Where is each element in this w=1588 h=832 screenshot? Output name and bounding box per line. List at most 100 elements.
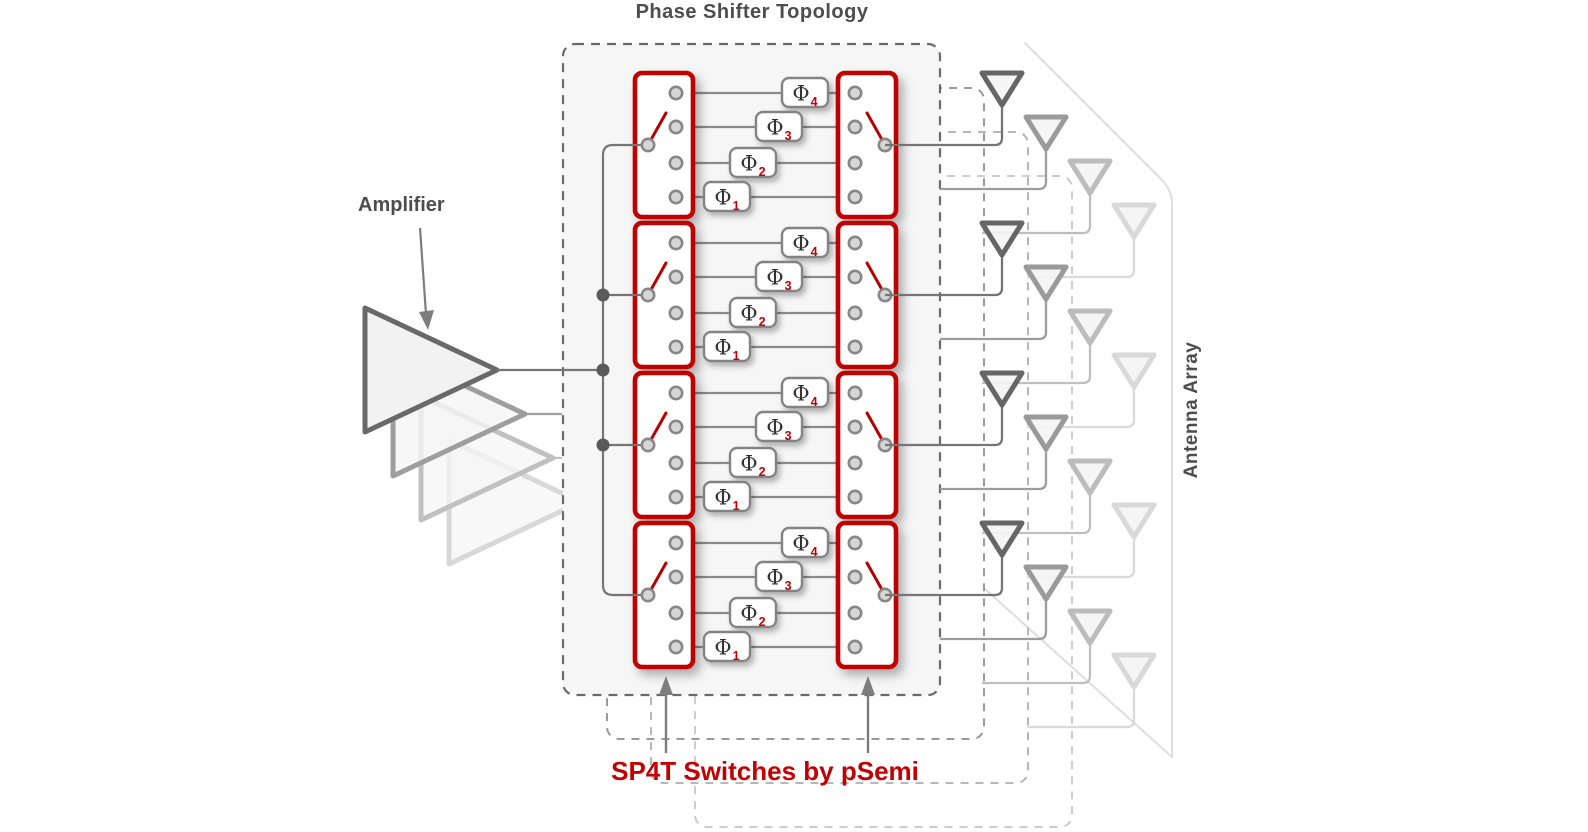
junction-dot — [596, 438, 610, 452]
phase-symbol: Φ — [740, 152, 757, 176]
phase-shifter-outline — [702, 180, 752, 213]
antenna-icon — [1023, 264, 1069, 302]
phase-label: Φ3 — [766, 416, 791, 444]
switch-port — [668, 119, 684, 135]
antenna-panel-top-edge — [1024, 42, 1173, 758]
phase-label: Φ1 — [714, 336, 739, 364]
phase-shifter-box: Φ2 — [728, 596, 778, 630]
phase-shifter-box: Φ1 — [702, 180, 752, 214]
phase-shifter-box: Φ4 — [780, 76, 830, 109]
switch-port — [847, 235, 863, 251]
antenna-feed-line — [982, 193, 1092, 235]
antenna-feed-line — [885, 405, 1004, 447]
switch-port — [847, 569, 863, 585]
switch-port — [847, 419, 863, 435]
antenna-icon — [1023, 564, 1069, 602]
antenna-icon — [1111, 652, 1157, 690]
phase-shifter-box: Φ2 — [728, 146, 778, 179]
antenna-icon — [1067, 458, 1113, 496]
phase-symbol: Φ — [766, 416, 783, 440]
antenna-icon — [979, 520, 1025, 558]
phase-shifter-box: Φ4 — [780, 376, 830, 410]
phase-subscript: 3 — [785, 579, 792, 593]
phase-shifter-outline — [780, 526, 830, 559]
phase-shifter-box: Φ3 — [754, 110, 804, 143]
switch-port — [668, 85, 684, 101]
switch-port — [847, 605, 863, 621]
phase-subscript: 3 — [785, 129, 792, 143]
antenna-unit — [1027, 352, 1157, 429]
phase-shifter-outline — [728, 596, 778, 629]
phase-subscript: 1 — [733, 199, 740, 213]
amplifier-arrow-head-icon — [419, 310, 434, 330]
antenna-unit — [885, 70, 1025, 147]
switch-port — [847, 269, 863, 285]
antenna-icon — [979, 220, 1025, 258]
rf-distribution-bus — [596, 143, 630, 597]
phase-label: Φ4 — [792, 532, 817, 560]
switch-port — [847, 639, 863, 655]
antenna-feed-line — [1027, 387, 1136, 429]
antenna-unit — [885, 520, 1025, 597]
phase-symbol: Φ — [766, 566, 783, 590]
phase-shifter-outline — [780, 76, 830, 109]
phase-shifter-outline — [780, 376, 830, 409]
phase-symbol: Φ — [714, 336, 731, 360]
phase-label: Φ2 — [740, 602, 765, 630]
switch-port — [640, 287, 656, 303]
phase-symbol: Φ — [792, 82, 809, 106]
phase-label: Φ1 — [714, 486, 739, 514]
switch-port — [640, 587, 656, 603]
switch-port — [847, 535, 863, 551]
antenna-icon — [979, 70, 1025, 108]
antenna-feed-line — [982, 643, 1092, 685]
phase-shifter-outline — [728, 146, 778, 179]
phase-subscript: 1 — [733, 349, 740, 363]
antenna-array-panel — [984, 42, 1173, 758]
switch-port — [668, 419, 684, 435]
antenna-unit — [1027, 652, 1157, 729]
amplifier-arrow-line — [418, 227, 428, 315]
antenna-feed-line — [1027, 687, 1136, 729]
phase-label: Φ3 — [766, 566, 791, 594]
switch-port — [668, 155, 684, 171]
phase-symbol: Φ — [740, 302, 757, 326]
antenna-feed-line — [982, 343, 1092, 385]
antenna-feed-line — [940, 599, 1048, 641]
switch-port — [847, 339, 863, 355]
switch-port — [847, 189, 863, 205]
phase-shifter-box: Φ3 — [754, 260, 804, 294]
junction-dot — [596, 288, 610, 302]
phase-label: Φ3 — [766, 266, 791, 294]
switch-port — [668, 605, 684, 621]
switch-port — [668, 639, 684, 655]
phase-shifter-box: Φ1 — [702, 630, 752, 663]
antenna-icon — [979, 370, 1025, 408]
phase-shifter-box: Φ2 — [728, 296, 778, 329]
phase-shifter-outline — [754, 260, 804, 293]
switch-port — [847, 385, 863, 401]
antenna-unit — [940, 414, 1069, 491]
sp4t-arrow-left-head-icon — [659, 676, 673, 695]
phase-label: Φ1 — [714, 186, 739, 214]
switch-port — [847, 455, 863, 471]
antenna-icon — [1111, 502, 1157, 540]
switch-port — [847, 85, 863, 101]
antenna-panel-bottom-edge — [984, 588, 1173, 758]
switch-port — [847, 305, 863, 321]
antenna-layer-2 — [940, 114, 1069, 641]
antenna-layers — [885, 70, 1157, 729]
switch-port — [668, 489, 684, 505]
antenna-unit — [940, 564, 1069, 641]
phase-label: Φ4 — [792, 382, 817, 410]
phase-subscript: 2 — [759, 165, 766, 179]
phase-subscript: 4 — [811, 395, 818, 409]
phase-shifter-outline — [754, 410, 804, 443]
switch-port — [668, 339, 684, 355]
antenna-unit — [1027, 202, 1157, 279]
page-title: Phase Shifter Topology — [635, 1, 869, 23]
antenna-icon — [1067, 308, 1113, 346]
antenna-feed-line — [1027, 237, 1136, 279]
